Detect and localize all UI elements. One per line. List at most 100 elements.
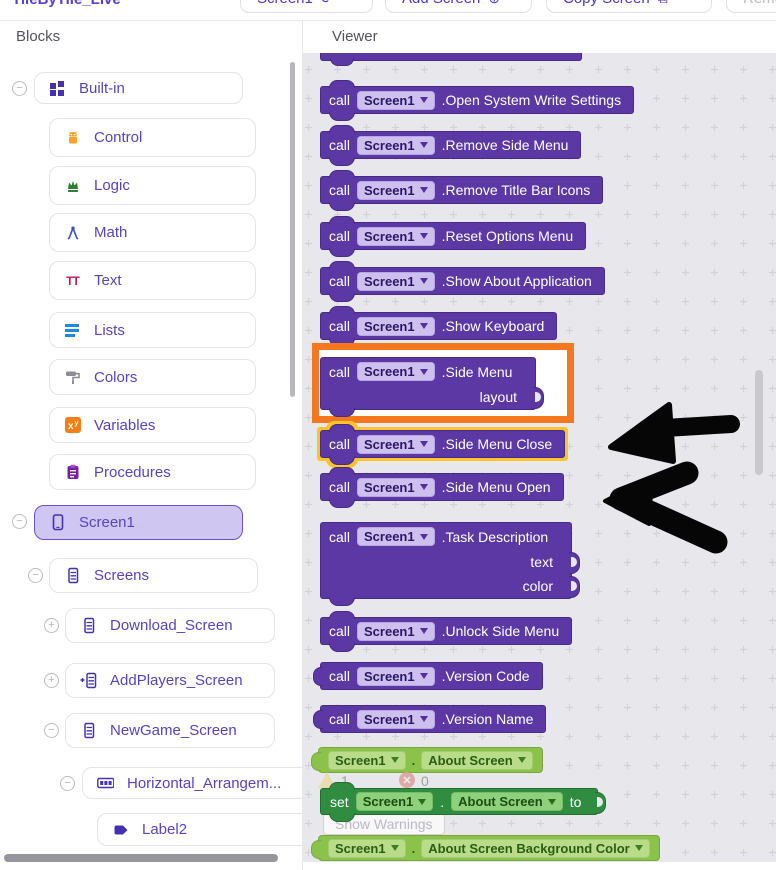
method-label: .Version Name	[441, 711, 534, 727]
call-keyword: call	[329, 273, 351, 289]
component-dropdown[interactable]: Screen1	[357, 477, 435, 497]
block-call-show-about-application[interactable]: call Screen1 .Show About Application	[320, 261, 605, 302]
block-call-reset-options-menu[interactable]: call Screen1 .Reset Options Menu	[320, 216, 587, 257]
block-getter-about-screen[interactable]: Screen1 . About Screen	[311, 747, 543, 773]
sidebar-item-label: Logic	[94, 177, 130, 194]
remove-screen-button[interactable]: Remove Screen	[726, 0, 776, 13]
sidebar-item-label2[interactable]: Label2	[97, 813, 302, 846]
warning-count: 1	[341, 773, 349, 789]
panel-divider	[302, 20, 303, 870]
sidebar-item-newgame-screen[interactable]: NewGame_Screen	[65, 713, 275, 748]
sidebar-horizontal-scrollbar[interactable]	[4, 854, 278, 862]
sidebar-item-horizontal-arrangement[interactable]: Horizontal_Arrangem...	[82, 767, 302, 799]
collapse-toggle-horizontal-arrangement[interactable]: −	[60, 776, 75, 791]
dropdown-arrow-icon	[419, 187, 428, 193]
call-keyword: call	[329, 363, 351, 380]
component-dropdown[interactable]: Screen1	[357, 621, 435, 641]
sidebar-vertical-scrollbar[interactable]	[290, 62, 295, 397]
component-dropdown[interactable]: Screen1	[357, 527, 435, 546]
component-dropdown[interactable]: Screen1	[357, 434, 435, 454]
block-call-version-name[interactable]: call Screen1 .Version Name	[312, 705, 547, 733]
component-dropdown[interactable]: Screen1	[355, 792, 434, 811]
dot-separator: .	[411, 752, 416, 768]
partial-block-top[interactable]	[320, 53, 582, 61]
copy-icon: ⧉	[658, 0, 668, 5]
sidebar-item-label: Procedures	[94, 463, 171, 481]
component-dropdown[interactable]: Screen1	[328, 838, 406, 858]
method-label: .Side Menu Close	[441, 436, 553, 452]
sidebar-item-screens[interactable]: Screens	[49, 558, 258, 593]
sidebar-item-text[interactable]: TT Text	[49, 261, 256, 300]
collapse-toggle-newgame-screen[interactable]: −	[44, 723, 59, 738]
blocks-sidebar: − − − + + − − Built-in Control Logic Mat…	[0, 0, 302, 870]
block-call-version-code[interactable]: call Screen1 .Version Code	[313, 662, 543, 690]
expand-toggle-addplayers-screen[interactable]: +	[44, 673, 59, 688]
expand-toggle-download-screen[interactable]: +	[44, 618, 59, 633]
error-circle-icon[interactable]: ✕	[399, 772, 415, 788]
collapse-toggle-screen1[interactable]: −	[12, 514, 27, 529]
property-dropdown[interactable]: About Screen	[421, 750, 533, 770]
blocks-viewer-canvas[interactable]: call Screen1 .Open System Write Settings…	[303, 53, 776, 862]
procedures-icon	[64, 464, 81, 481]
method-label: .Task Description	[441, 528, 549, 545]
component-dropdown[interactable]: Screen1	[357, 316, 435, 336]
sidebar-item-math[interactable]: Math	[49, 213, 256, 252]
call-keyword: call	[329, 436, 351, 452]
sidebar-item-control[interactable]: Control	[49, 118, 256, 157]
collapse-toggle-builtin[interactable]: −	[12, 81, 27, 96]
sidebar-item-screen1[interactable]: Screen1	[34, 505, 243, 540]
logic-icon	[64, 177, 81, 194]
component-dropdown[interactable]: Screen1	[328, 750, 406, 770]
sidebar-item-addplayers-screen[interactable]: AddPlayers_Screen	[65, 663, 275, 698]
sidebar-item-label: Colors	[94, 368, 138, 386]
component-dropdown[interactable]: Screen1	[357, 362, 435, 381]
sidebar-item-download-screen[interactable]: Download_Screen	[65, 608, 275, 643]
component-dropdown[interactable]: Screen1	[357, 271, 435, 291]
property-dropdown[interactable]: About Screen	[451, 792, 563, 811]
block-call-side-menu-close[interactable]: call Screen1 .Side Menu Close	[320, 424, 566, 465]
component-dropdown[interactable]: Screen1	[357, 180, 435, 200]
phone-icon	[49, 514, 66, 531]
current-screen-button[interactable]: Screen1 ⟳	[240, 0, 373, 13]
block-call-side-menu[interactable]: call Screen1 .Side Menu layout	[320, 357, 544, 417]
call-keyword: call	[329, 528, 351, 545]
block-setter-about-screen[interactable]: set Screen1 . About Screen to	[320, 782, 607, 822]
block-call-open-system-write-settings[interactable]: call Screen1 .Open System Write Settings	[320, 80, 635, 121]
component-dropdown[interactable]: Screen1	[357, 135, 435, 155]
method-label: .Unlock Side Menu	[441, 623, 560, 639]
header-separator	[0, 20, 776, 21]
copy-screen-button[interactable]: Copy Screen ⧉	[546, 0, 712, 13]
call-keyword: call	[329, 711, 351, 727]
component-dropdown[interactable]: Screen1	[357, 666, 435, 686]
block-call-task-description[interactable]: call Screen1 .Task Description text colo…	[320, 522, 580, 606]
component-dropdown[interactable]: Screen1	[357, 709, 435, 729]
selected-block-wrapper: call Screen1 .Side Menu Close	[320, 424, 566, 465]
block-call-remove-side-menu[interactable]: call Screen1 .Remove Side Menu	[320, 125, 582, 166]
project-title: TileByTile_Live	[12, 0, 121, 8]
add-screen-button[interactable]: Add Screen ⊕	[385, 0, 532, 13]
sidebar-item-colors[interactable]: Colors	[49, 359, 256, 395]
block-call-unlock-side-menu[interactable]: call Screen1 .Unlock Side Menu	[320, 611, 573, 652]
dropdown-arrow-icon	[419, 323, 428, 329]
block-call-remove-title-bar-icons[interactable]: call Screen1 .Remove Title Bar Icons	[320, 170, 604, 211]
viewer-vertical-scrollbar[interactable]	[755, 370, 763, 475]
component-dropdown[interactable]: Screen1	[357, 226, 435, 246]
horizontal-arrangement-icon	[97, 775, 114, 792]
sidebar-item-lists[interactable]: Lists	[49, 312, 256, 348]
add-circle-icon: ⊕	[488, 0, 500, 5]
sidebar-item-logic[interactable]: Logic	[49, 166, 256, 205]
screen-icon	[80, 722, 97, 739]
sidebar-item-label: Lists	[94, 321, 125, 339]
dropdown-arrow-icon	[419, 533, 428, 540]
block-call-side-menu-open[interactable]: call Screen1 .Side Menu Open	[320, 467, 564, 508]
property-dropdown[interactable]: About Screen Background Color	[421, 838, 650, 858]
component-dropdown[interactable]: Screen1	[357, 90, 435, 110]
sidebar-item-procedures[interactable]: Procedures	[49, 454, 256, 490]
collapse-toggle-screens[interactable]: −	[28, 568, 43, 583]
built-in-blocks-icon	[49, 80, 66, 97]
block-getter-about-screen-background-color[interactable]: Screen1 . About Screen Background Color	[311, 835, 660, 861]
sidebar-item-built-in[interactable]: Built-in	[34, 72, 243, 104]
block-call-show-keyboard[interactable]: call Screen1 .Show Keyboard	[320, 306, 558, 347]
